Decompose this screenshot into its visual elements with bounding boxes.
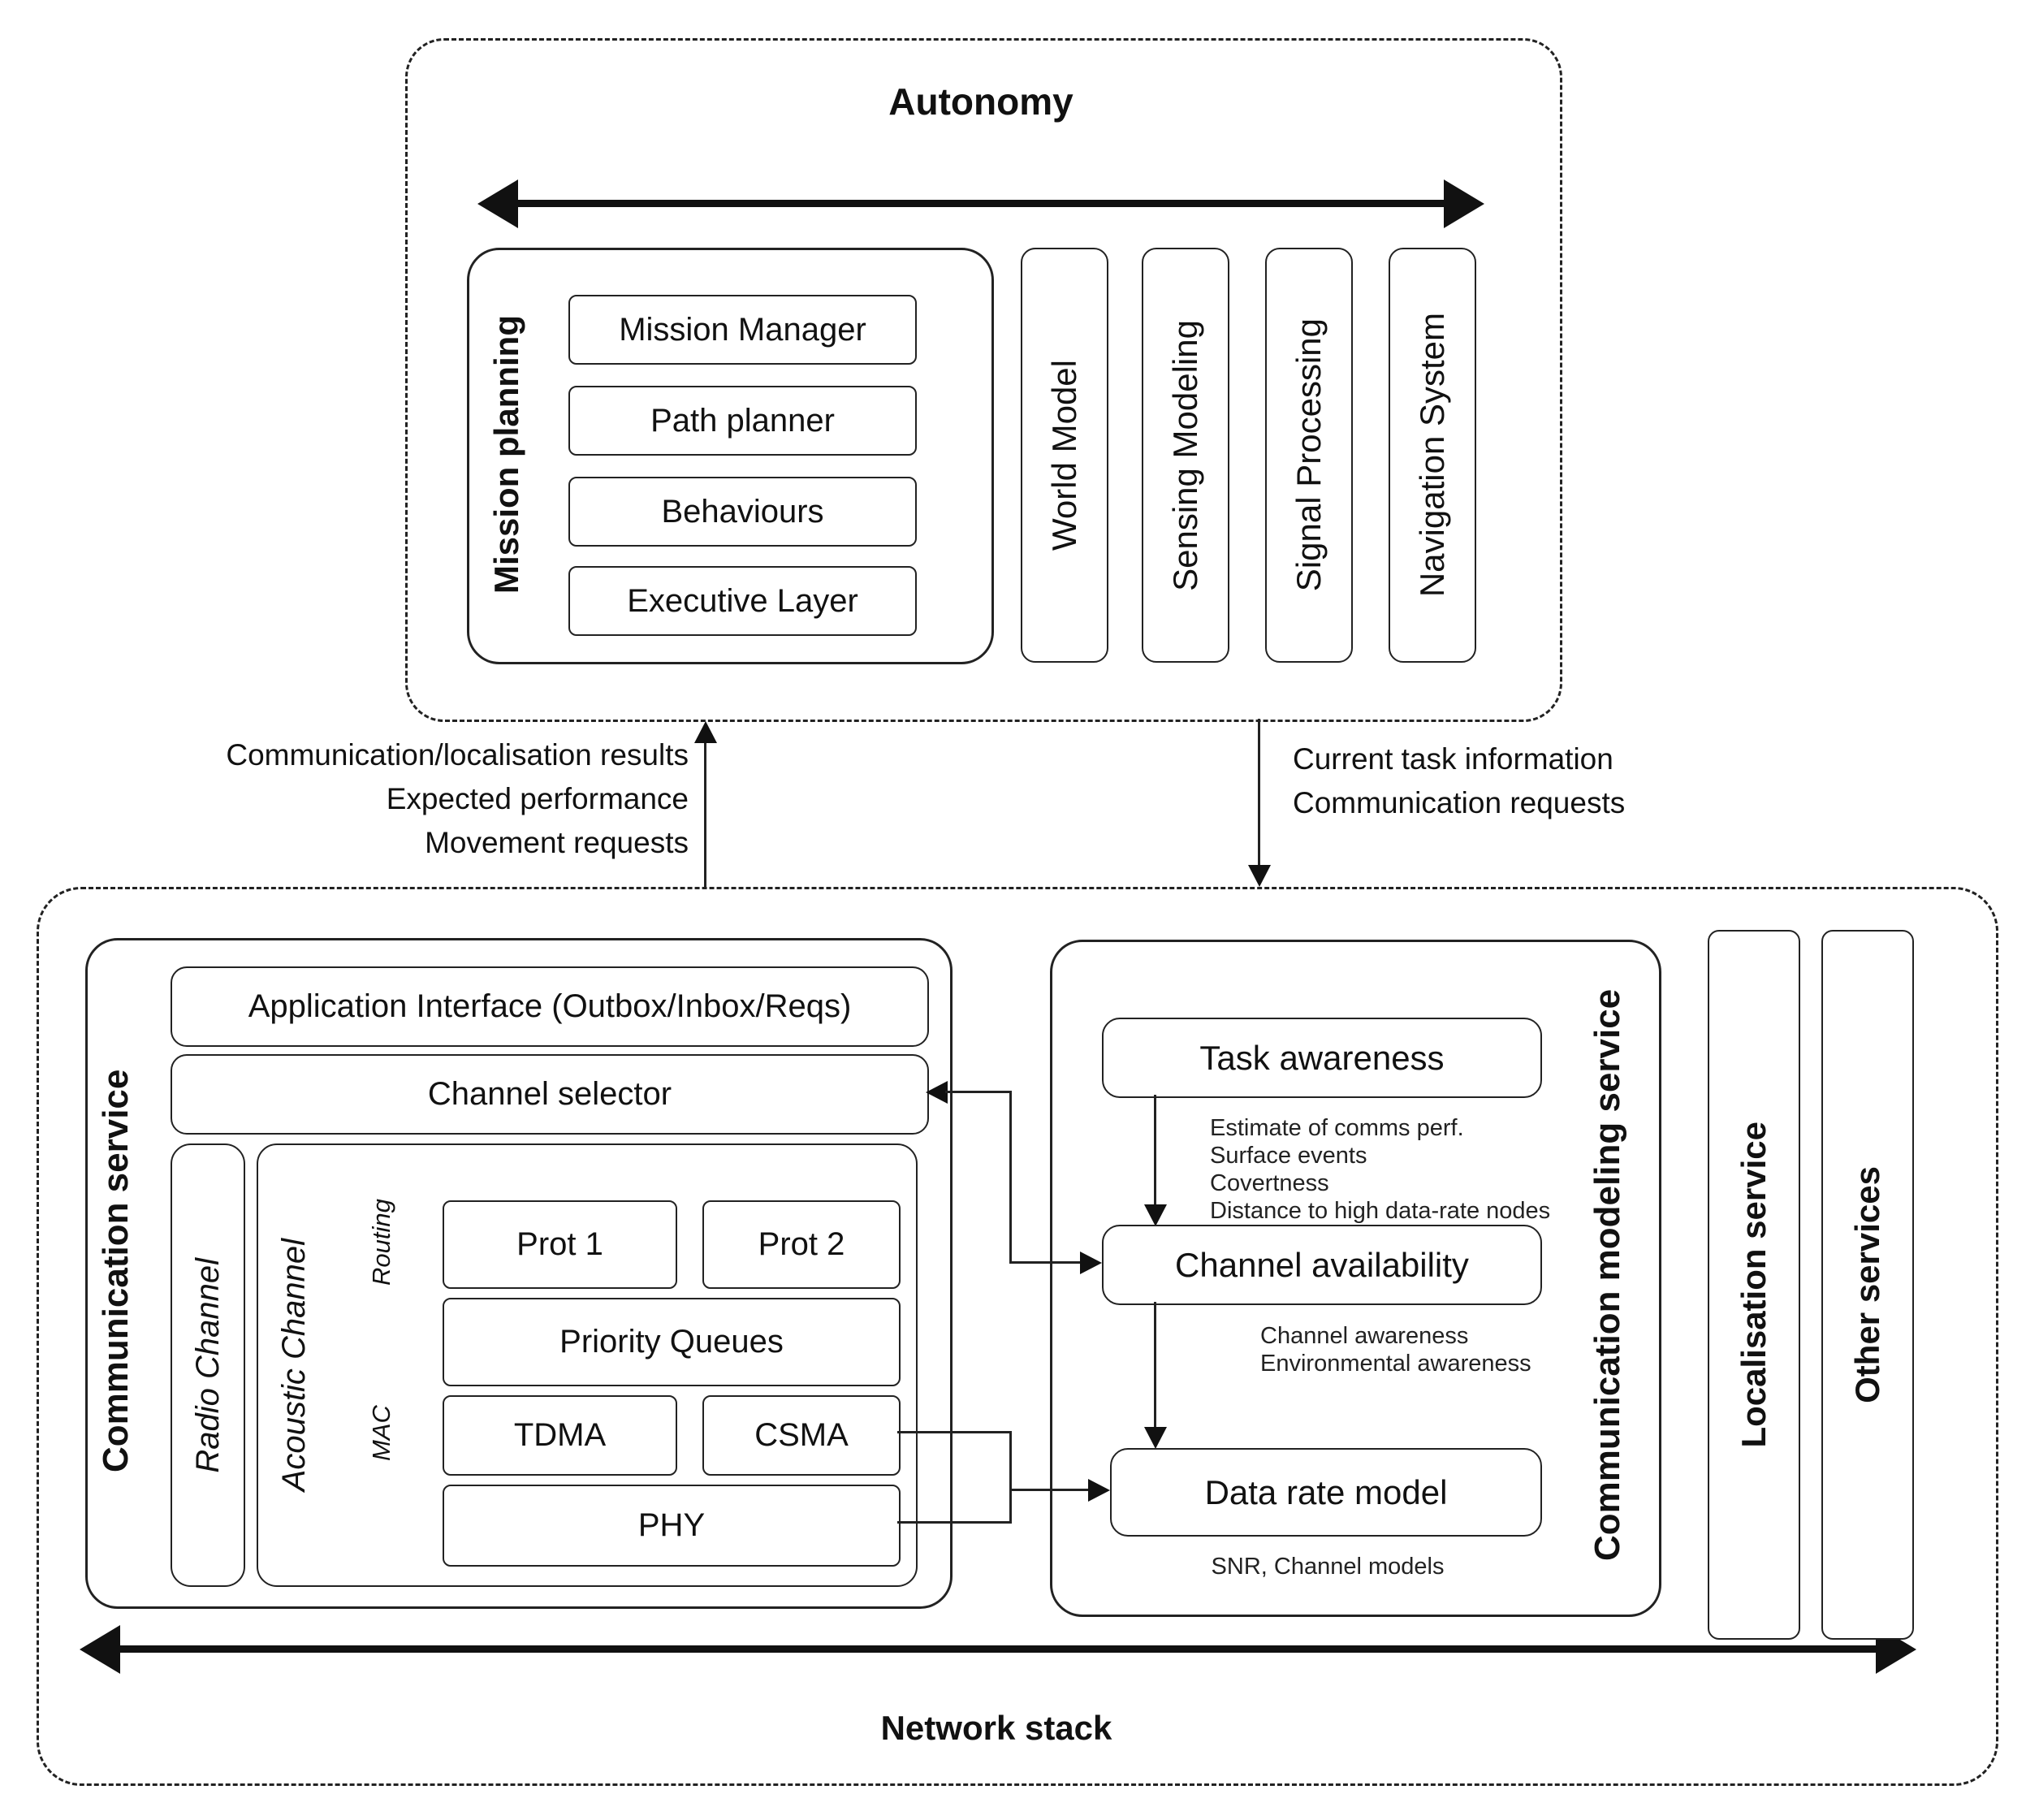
- prot2-label: Prot 2: [758, 1226, 845, 1262]
- results-arrow-label-line: Communication/localisation results: [226, 738, 689, 772]
- task-awareness-label: Task awareness: [1199, 1038, 1445, 1077]
- behaviours-box: Behaviours: [568, 477, 917, 547]
- merge-to-datarate-line: [1009, 1489, 1088, 1491]
- requests-arrow-label-line: Communication requests: [1293, 786, 1626, 819]
- channel-availability-box: Channel availability: [1102, 1225, 1542, 1305]
- other-services-box: Other services: [1821, 930, 1914, 1640]
- data-rate-input-note: SNR, Channel models: [1211, 1554, 1445, 1580]
- selector-connector-v: [1009, 1091, 1012, 1264]
- sensing-modeling-label: Sensing Modeling: [1166, 319, 1204, 591]
- task-output-note-line: Distance to high data-rate nodes: [1210, 1198, 1551, 1224]
- channel-selector-box: Channel selector: [171, 1054, 929, 1135]
- world-model-box: World Model: [1021, 248, 1108, 663]
- availability-to-datarate-arrow-line: [1154, 1302, 1156, 1428]
- task-output-note-line: Surface events: [1210, 1143, 1367, 1169]
- data-rate-model-box: Data rate model: [1110, 1448, 1542, 1537]
- executive-layer-box: Executive Layer: [568, 566, 917, 636]
- navigation-system-label: Navigation System: [1413, 313, 1451, 598]
- channel-output-notes: Channel awareness Environmental awarenes…: [1260, 1322, 1618, 1377]
- network-stack-title: Network stack: [880, 1709, 1112, 1747]
- datarate-connector-arrowhead: [1088, 1479, 1110, 1502]
- requests-arrow-labels: Current task information Communication r…: [1293, 737, 1861, 825]
- communication-modeling-service-label: Communication modeling service: [1588, 988, 1627, 1562]
- csma-label: CSMA: [754, 1417, 849, 1453]
- prot2-box: Prot 2: [702, 1200, 901, 1289]
- application-interface-box: Application Interface (Outbox/Inbox/Reqs…: [171, 966, 929, 1047]
- localisation-service-label: Localisation service: [1734, 1122, 1773, 1448]
- mission-manager-box: Mission Manager: [568, 295, 917, 365]
- autonomy-span-arrowhead-left: [477, 179, 518, 228]
- phy-box: PHY: [443, 1485, 901, 1567]
- application-interface-label: Application Interface (Outbox/Inbox/Reqs…: [248, 988, 852, 1024]
- requests-arrowhead: [1248, 865, 1271, 887]
- priority-queues-box: Priority Queues: [443, 1298, 901, 1386]
- channel-output-note-line: Channel awareness: [1260, 1323, 1469, 1349]
- mission-planning-label: Mission planning: [487, 315, 525, 594]
- channel-selector-label: Channel selector: [427, 1076, 672, 1112]
- task-output-notes: Estimate of comms perf. Surface events C…: [1210, 1114, 1567, 1225]
- localisation-service-box: Localisation service: [1708, 930, 1800, 1640]
- selector-connector-arrowhead: [926, 1081, 948, 1104]
- results-arrow-labels: Communication/localisation results Expec…: [120, 733, 689, 865]
- mission-manager-label: Mission Manager: [619, 311, 866, 348]
- path-planner-box: Path planner: [568, 386, 917, 456]
- autonomy-title: Autonomy: [888, 80, 1073, 123]
- csma-box: CSMA: [702, 1395, 901, 1476]
- selector-connector-h2: [1009, 1261, 1082, 1264]
- availability-to-datarate-arrowhead: [1144, 1427, 1167, 1449]
- results-arrow-label-line: Expected performance: [386, 782, 689, 815]
- communication-service-label: Communication service: [96, 1069, 136, 1473]
- channel-output-note-line: Environmental awareness: [1260, 1351, 1531, 1377]
- availability-connector-arrowhead: [1080, 1252, 1102, 1274]
- prot1-box: Prot 1: [443, 1200, 677, 1289]
- tdma-label: TDMA: [513, 1417, 607, 1453]
- phy-connector-line: [897, 1521, 1012, 1524]
- task-awareness-box: Task awareness: [1102, 1018, 1542, 1098]
- world-model-label: World Model: [1045, 360, 1083, 551]
- executive-layer-label: Executive Layer: [627, 582, 858, 619]
- sensing-modeling-box: Sensing Modeling: [1142, 248, 1229, 663]
- selector-connector-h1: [945, 1091, 1012, 1093]
- merge-connector-v: [1009, 1431, 1012, 1524]
- data-rate-model-label: Data rate model: [1204, 1472, 1448, 1511]
- task-to-availability-arrow-line: [1154, 1095, 1156, 1205]
- requests-arrow-line: [1258, 719, 1260, 865]
- results-arrow-line: [704, 741, 706, 887]
- prot1-label: Prot 1: [516, 1226, 603, 1262]
- autonomy-span-arrow: [513, 200, 1449, 207]
- acoustic-channel-label: Acoustic Channel: [276, 1239, 312, 1492]
- autonomy-span-arrowhead-right: [1444, 179, 1484, 228]
- phy-label: PHY: [637, 1507, 706, 1543]
- network-stack-span-arrowhead-left: [80, 1625, 120, 1674]
- mac-label: MAC: [367, 1405, 395, 1462]
- autonomy-container: [405, 38, 1562, 722]
- priority-queues-label: Priority Queues: [559, 1324, 784, 1360]
- csma-connector-line: [897, 1431, 1012, 1433]
- behaviours-label: Behaviours: [661, 493, 824, 530]
- radio-channel-label: Radio Channel: [189, 1257, 226, 1473]
- signal-processing-box: Signal Processing: [1265, 248, 1353, 663]
- results-arrow-label-line: Movement requests: [425, 826, 689, 859]
- navigation-system-box: Navigation System: [1389, 248, 1476, 663]
- tdma-box: TDMA: [443, 1395, 677, 1476]
- network-stack-span-arrow: [116, 1645, 1880, 1653]
- task-output-note-line: Covertness: [1210, 1170, 1329, 1196]
- task-output-note-line: Estimate of comms perf.: [1210, 1115, 1464, 1141]
- requests-arrow-label-line: Current task information: [1293, 742, 1613, 776]
- results-arrowhead: [694, 721, 717, 743]
- network-stack-container: [37, 887, 1998, 1786]
- routing-label: Routing: [367, 1199, 395, 1286]
- path-planner-label: Path planner: [650, 402, 835, 439]
- other-services-label: Other services: [1848, 1166, 1886, 1403]
- signal-processing-label: Signal Processing: [1289, 318, 1328, 592]
- task-to-availability-arrowhead: [1144, 1204, 1167, 1226]
- channel-availability-label: Channel availability: [1175, 1245, 1469, 1284]
- radio-channel-box: Radio Channel: [171, 1143, 245, 1587]
